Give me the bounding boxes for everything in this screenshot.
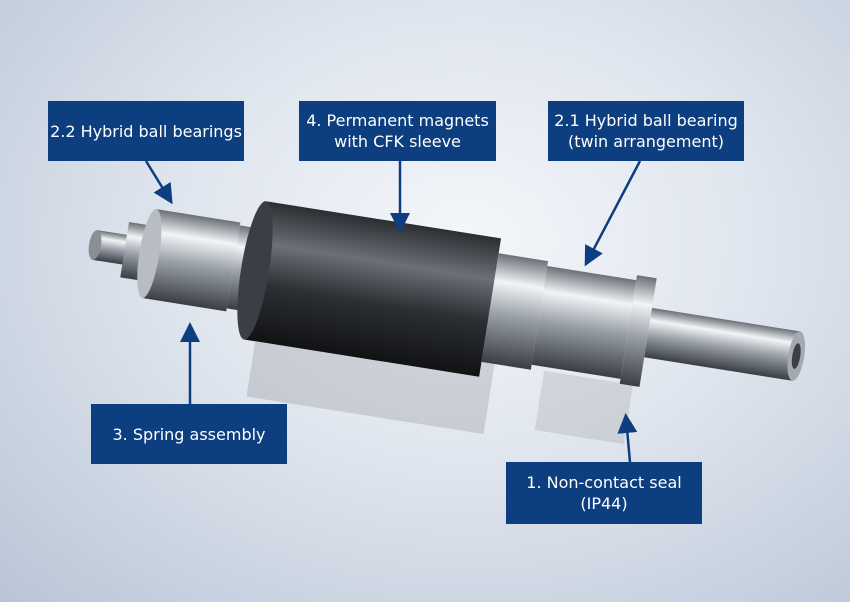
- label-hybrid-ball-bearings-22: 2.2 Hybrid ball bearings: [48, 101, 244, 161]
- label-text: 3. Spring assembly: [112, 424, 266, 444]
- label-text: 4. Permanent magnets: [306, 111, 489, 130]
- label-permanent-magnets: 4. Permanent magnets with CFK sleeve: [299, 101, 496, 161]
- label-non-contact-seal: 1. Non-contact seal (IP44): [506, 462, 702, 524]
- permanent-magnet-sleeve: [244, 201, 502, 377]
- label-text: (IP44): [580, 494, 628, 513]
- label-text: 1. Non-contact seal: [526, 473, 682, 492]
- label-text: (twin arrangement): [568, 132, 724, 151]
- label-hybrid-ball-bearing-21: 2.1 Hybrid ball bearing (twin arrangemen…: [548, 101, 744, 161]
- label-text: 2.1 Hybrid ball bearing: [554, 111, 738, 130]
- non-contact-seal: [619, 275, 657, 387]
- bearing-21: [531, 266, 637, 379]
- label-text: 2.2 Hybrid ball bearings: [50, 121, 242, 141]
- label-text: with CFK sleeve: [334, 132, 461, 151]
- label-spring-assembly: 3. Spring assembly: [91, 404, 287, 464]
- bearing-22: [142, 209, 241, 312]
- callout-arrows: [144, 160, 642, 463]
- rotor-shaft: [88, 201, 806, 387]
